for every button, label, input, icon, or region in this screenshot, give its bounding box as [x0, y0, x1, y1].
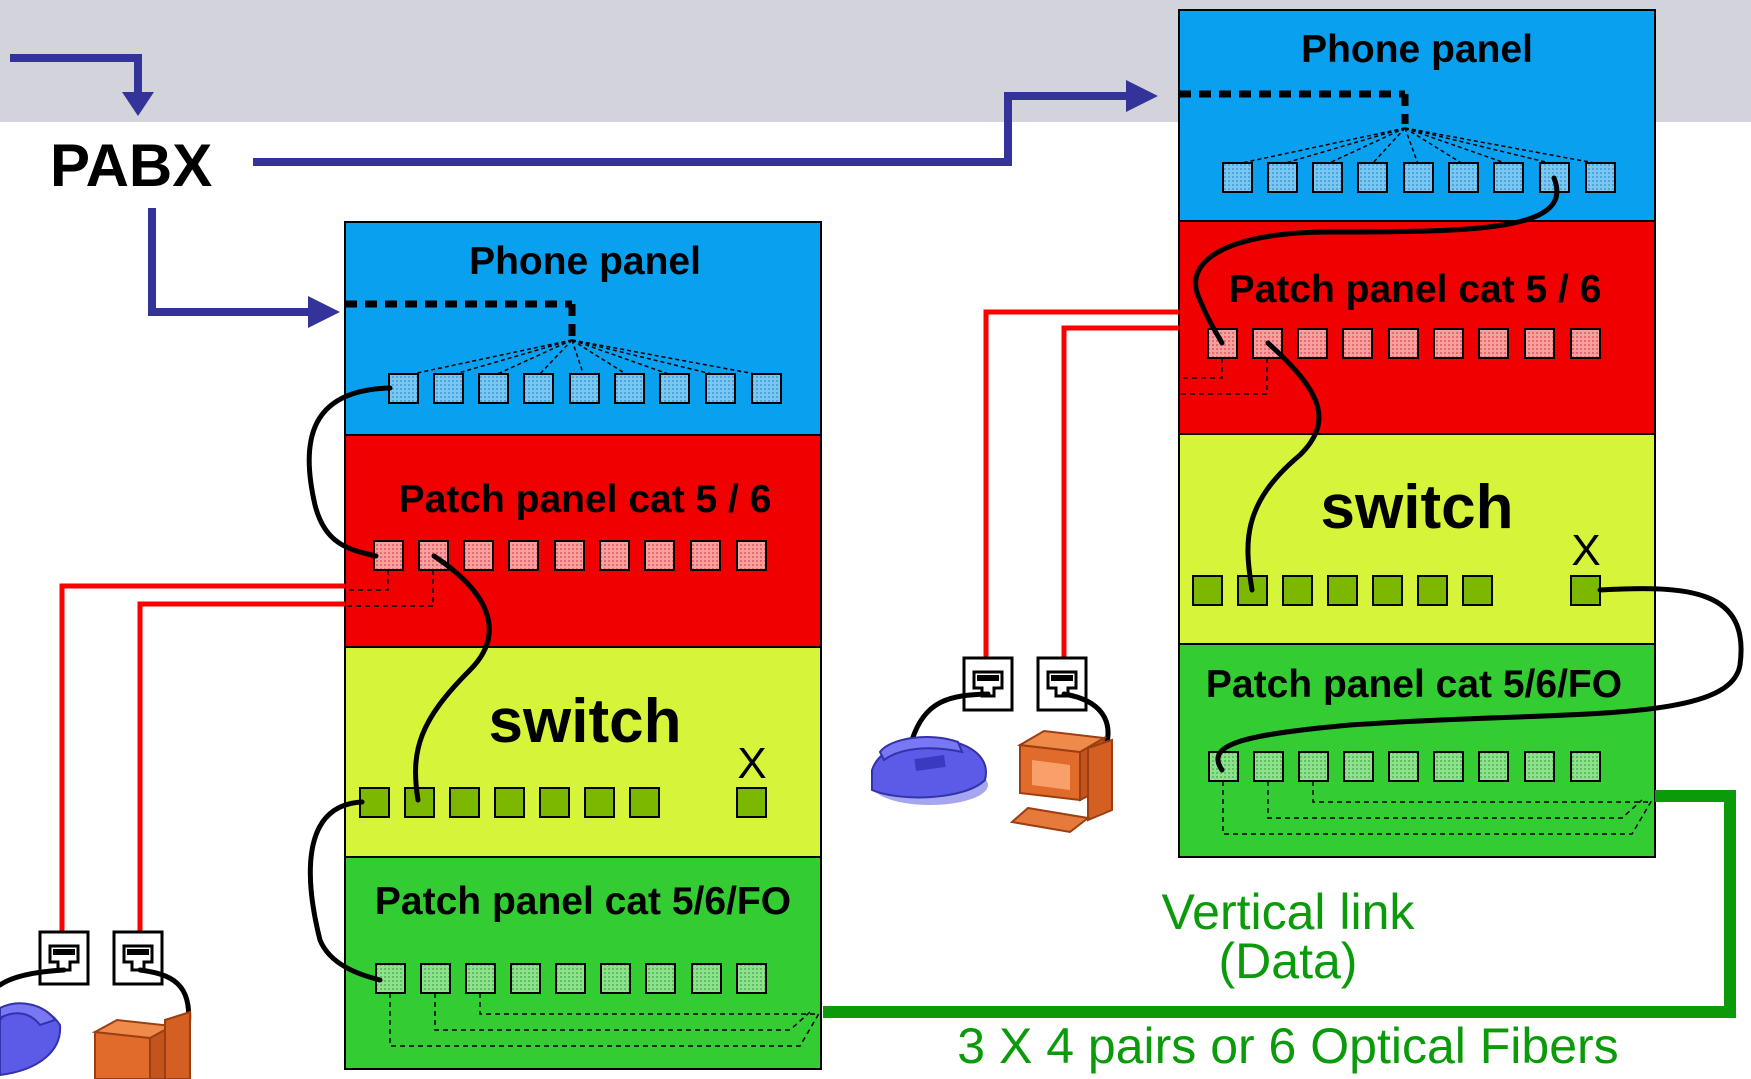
left-switch-title: switch — [489, 687, 682, 756]
right-fo-panel — [1178, 643, 1656, 858]
left-fo-ports — [375, 963, 767, 994]
vertical-link-label-line1: Vertical link — [1162, 884, 1416, 940]
left-switch-unused-mark: X — [737, 739, 766, 788]
right-patch-panel — [1178, 220, 1656, 435]
pabx-label: PABX — [50, 132, 212, 199]
left-patch-cords — [306, 385, 492, 983]
right-patch-ports — [1207, 328, 1601, 359]
right-patch-cords — [1193, 175, 1744, 773]
wall-outlet-icon — [1036, 656, 1088, 712]
computer-icon — [1009, 729, 1113, 834]
right-patch-panel-title: Patch panel cat 5 / 6 — [1229, 268, 1602, 311]
vertical-link-caption: 3 X 4 pairs or 6 Optical Fibers — [957, 1018, 1618, 1074]
left-phone-fanout — [402, 339, 767, 377]
right-fo-ports — [1208, 751, 1601, 782]
computer-icon — [91, 1010, 191, 1079]
vertical-link-fiber — [823, 790, 1736, 1018]
right-fo-panel-title: Patch panel cat 5/6/FO — [1206, 663, 1622, 706]
right-rack: Phone panel Patch panel cat 5 / 6 switch… — [1178, 9, 1744, 858]
right-switch — [1178, 433, 1656, 645]
right-switch-title: switch — [1321, 473, 1514, 542]
right-phone-panel-bus — [1179, 90, 1409, 124]
left-patch-panel-title: Patch panel cat 5 / 6 — [399, 478, 772, 521]
right-switch-ports — [1192, 575, 1601, 606]
phone-icon — [0, 1002, 62, 1077]
right-phone-ports — [1222, 162, 1616, 193]
wall-outlet-icon — [112, 930, 164, 986]
left-rack: Phone panel Patch panel cat 5 / 6 switch… — [306, 221, 822, 1070]
left-phone-panel-bus — [345, 300, 576, 336]
right-fo-dashed — [1222, 781, 1653, 835]
right-patch-dashed — [1179, 358, 1268, 395]
left-phone-panel-title: Phone panel — [469, 240, 701, 283]
left-switch-ports — [359, 787, 767, 818]
wall-outlet-icon — [962, 656, 1014, 712]
vertical-link-label-line2: (Data) — [1219, 933, 1358, 989]
left-patch-dashed — [345, 570, 434, 607]
left-patch-ports — [373, 540, 767, 571]
right-drop-cables — [983, 309, 1179, 658]
pabx-trunk-lines — [10, 54, 1158, 328]
left-drop-cables — [59, 583, 345, 932]
right-switch-unused-mark: X — [1571, 526, 1600, 575]
right-phone-panel-title: Phone panel — [1301, 28, 1533, 71]
right-phone-fanout — [1236, 127, 1601, 165]
phone-icon — [871, 736, 988, 805]
left-phone-ports — [388, 373, 782, 404]
left-fo-dashed — [389, 993, 822, 1047]
wall-outlet-icon — [38, 930, 90, 986]
left-fo-panel-title: Patch panel cat 5/6/FO — [375, 880, 791, 923]
